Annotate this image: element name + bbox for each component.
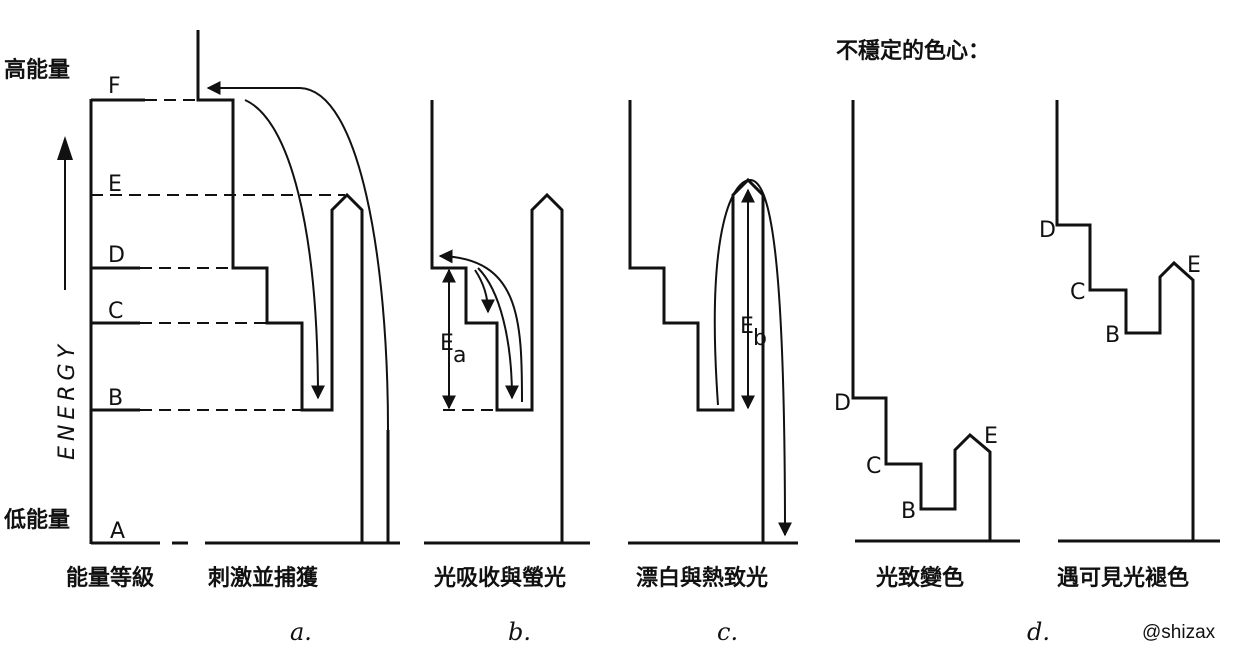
panel-b-relax-arrow <box>474 269 495 314</box>
panel-d1-label-b: B <box>901 499 916 524</box>
panel-b-absorb-arrow <box>438 249 523 403</box>
panel-c-staircase <box>628 100 765 543</box>
caption-d2: 遇可見光褪色 <box>1057 565 1189 591</box>
panel-d2-label-e: E <box>1187 253 1201 278</box>
panel-d2-staircase <box>1055 100 1195 541</box>
caption-c: 漂白與熱致光 <box>636 565 768 591</box>
panel-d2-label-c: C <box>1070 280 1085 305</box>
author-credit: @shizax <box>1142 622 1216 643</box>
level-label-a: A <box>110 519 125 544</box>
low-energy-label: 低能量 <box>3 507 70 533</box>
panel-c-bleach-arrow <box>713 178 792 537</box>
panel-d1-label-c: C <box>866 454 881 479</box>
caption-b: 光吸收與螢光 <box>433 565 566 591</box>
caption-d1: 光致變色 <box>875 565 964 591</box>
panel-c-eb-subscript: b <box>753 326 767 351</box>
panel-d1-label-e: E <box>984 424 998 449</box>
panel-a-excite-arrow <box>206 81 389 431</box>
panel-b-ea-symbol: E <box>440 331 454 356</box>
level-label-c: C <box>108 299 123 324</box>
panel-d1-label-d: D <box>834 391 851 416</box>
high-energy-label: 高能量 <box>4 57 70 83</box>
panel-d2-label-b: B <box>1105 323 1120 348</box>
level-label-e: E <box>108 172 122 197</box>
panel-letter-b: b. <box>508 618 531 646</box>
panel-letter-c: c. <box>717 618 738 646</box>
panel-b-staircase <box>430 100 564 543</box>
panel-d1-staircase <box>851 100 992 541</box>
panel-letter-a: a. <box>290 618 312 646</box>
panel-b-ea-subscript: a <box>453 343 466 368</box>
panel-letter-d: d. <box>1027 618 1050 646</box>
panel-b-fluor-arrow <box>477 267 519 400</box>
level-label-b: B <box>108 386 123 411</box>
caption-levels: 能量等級 <box>66 565 154 591</box>
energy-arrow-head <box>57 136 73 160</box>
level-label-f: F <box>108 74 121 99</box>
level-label-d: D <box>108 243 125 268</box>
panel-c-eb-symbol: E <box>740 314 754 339</box>
unstable-title: 不穩定的色心： <box>836 38 990 64</box>
panel-d2-label-d: D <box>1039 218 1056 243</box>
caption-a: 刺激並捕獲 <box>208 565 319 591</box>
panel-a-staircase <box>196 30 364 543</box>
energy-axis-label: ENERGY <box>55 340 80 460</box>
panel-a-capture-arrow <box>244 99 325 400</box>
